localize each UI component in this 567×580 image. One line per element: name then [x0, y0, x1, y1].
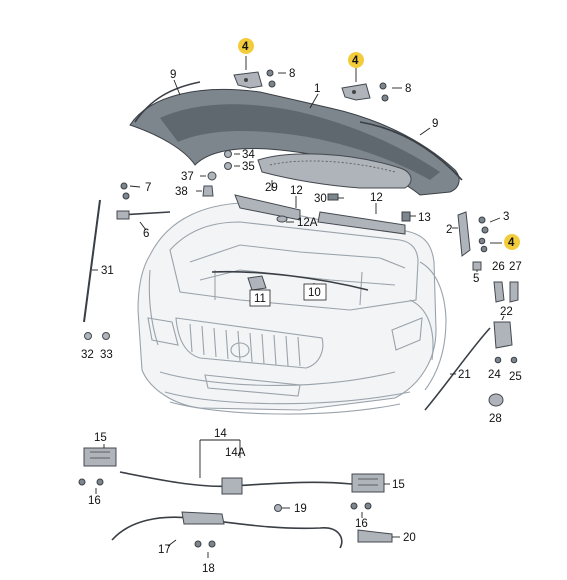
label-32: 32 — [81, 349, 94, 361]
highlight-4-left — [238, 38, 254, 54]
latch-right-15 — [351, 473, 385, 493]
splitter-14a — [221, 477, 243, 495]
hood-seal-right — [359, 121, 463, 181]
hinge-right — [341, 83, 371, 101]
clip-32 — [84, 332, 92, 340]
label-24: 24 — [488, 369, 501, 381]
label-15-left: 15 — [94, 432, 107, 444]
part-labels: 4 4 4 9 9 1 8 8 34 35 37 38 7 6 31 32 33… — [81, 41, 522, 575]
label-9-left: 9 — [170, 69, 176, 81]
label-12a: 12A — [297, 217, 318, 229]
label-16-left: 16 — [88, 495, 101, 507]
clip-5 — [472, 261, 482, 271]
clip-19 — [274, 504, 282, 512]
label-33: 33 — [100, 349, 113, 361]
bolts-8-right — [379, 82, 389, 102]
part-26 — [493, 281, 505, 303]
label-2: 2 — [446, 224, 452, 236]
label-box-10 — [303, 283, 327, 301]
clip-12a — [276, 215, 288, 223]
label-3: 3 — [503, 211, 509, 223]
hood-insulation — [257, 153, 412, 189]
label-18: 18 — [202, 563, 215, 575]
lock-22 — [493, 321, 513, 349]
label-4-left: 4 — [242, 41, 249, 53]
label-19: 19 — [294, 503, 307, 515]
clip-33 — [102, 332, 110, 340]
seal-strip-10 — [211, 270, 369, 291]
label-21: 21 — [458, 369, 471, 381]
label-1: 1 — [314, 83, 320, 95]
clip-13 — [401, 211, 411, 222]
label-17: 17 — [158, 544, 171, 556]
label-11: 11 — [254, 293, 266, 305]
label-box-11 — [249, 289, 271, 307]
bolt-25 — [510, 356, 518, 364]
label-4-middle: 4 — [352, 55, 359, 67]
handle-part — [181, 511, 225, 525]
bolts-16-left — [78, 478, 104, 486]
label-13: 13 — [418, 212, 431, 224]
label-30: 30 — [314, 193, 327, 205]
cowl-panel-left — [234, 194, 301, 221]
label-9-right: 9 — [432, 118, 438, 130]
latch-left-15 — [83, 447, 117, 467]
label-14a: 14A — [225, 447, 246, 459]
label-35: 35 — [242, 161, 255, 173]
bolts-18 — [194, 540, 216, 548]
label-6: 6 — [143, 228, 149, 240]
label-27: 27 — [509, 261, 522, 273]
label-34: 34 — [242, 149, 255, 161]
label-8-right: 8 — [405, 83, 411, 95]
buffer-38 — [202, 185, 214, 197]
label-20: 20 — [403, 532, 416, 544]
prop-rod-31 — [83, 199, 101, 323]
cable-17 — [111, 516, 343, 549]
label-38: 38 — [175, 186, 188, 198]
highlight-4-right — [504, 234, 520, 250]
label-29: 29 — [265, 182, 278, 194]
label-10: 10 — [308, 287, 321, 299]
label-25: 25 — [509, 371, 522, 383]
part-11 — [247, 275, 267, 291]
label-31: 31 — [101, 265, 114, 277]
bolts-16-right — [350, 502, 372, 510]
car-body — [137, 202, 447, 415]
cowl-panel-right — [317, 211, 406, 235]
part-2 — [457, 211, 471, 257]
label-5: 5 — [473, 273, 479, 285]
label-14: 14 — [214, 428, 227, 440]
highlight-4-middle — [348, 52, 364, 68]
bolt-24 — [494, 356, 502, 364]
label-8-left: 8 — [289, 68, 295, 80]
clips-34-35 — [224, 150, 232, 170]
bolts-8-left — [266, 69, 276, 88]
part-27 — [509, 281, 519, 303]
label-7: 7 — [145, 182, 151, 194]
label-12-left: 12 — [290, 185, 303, 197]
grommet-28 — [488, 393, 504, 407]
clip-37 — [207, 171, 217, 181]
label-28: 28 — [489, 413, 502, 425]
label-4-right: 4 — [508, 237, 515, 249]
label-37: 37 — [181, 171, 194, 183]
label-26: 26 — [492, 261, 505, 273]
bolts-4-right — [478, 237, 488, 253]
release-handle-20 — [357, 529, 393, 543]
clip-30 — [327, 193, 339, 201]
nuts-3 — [478, 216, 489, 234]
bolts-7 — [120, 182, 130, 200]
label-15-right: 15 — [392, 479, 405, 491]
label-16-right: 16 — [355, 518, 368, 530]
label-22: 22 — [500, 306, 513, 318]
leader-lines — [92, 56, 505, 558]
hinge-left — [233, 71, 263, 89]
hood-seal-left — [134, 81, 201, 123]
label-12-right: 12 — [370, 192, 383, 204]
release-cable-21 — [424, 327, 491, 411]
